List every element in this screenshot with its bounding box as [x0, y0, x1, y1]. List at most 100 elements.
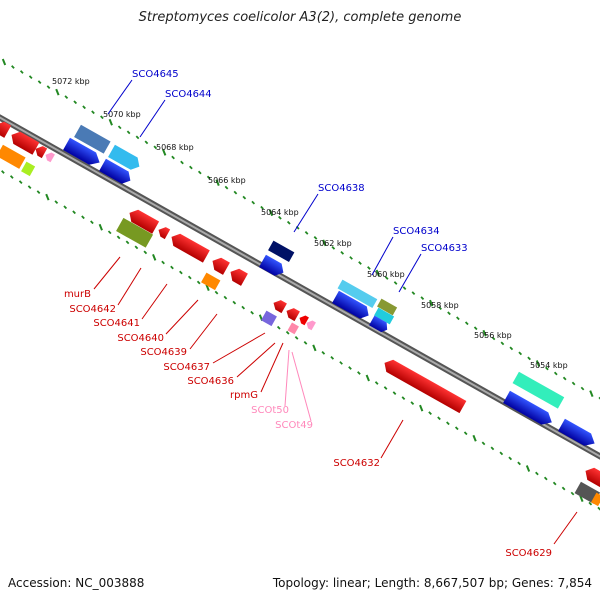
- tick-label: 5062 kbp: [314, 239, 352, 248]
- minor-tick: [126, 130, 131, 135]
- minor-tick: [233, 190, 238, 195]
- minor-tick: [553, 371, 558, 376]
- minor-tick: [500, 341, 505, 346]
- minor-tick: [313, 235, 318, 240]
- minor-tick: [36, 190, 41, 194]
- minor-tick: [134, 245, 139, 250]
- minor-tick: [490, 446, 495, 451]
- minor-tick: [454, 426, 459, 431]
- major-tick: [1, 58, 7, 66]
- minor-tick: [473, 326, 478, 331]
- minor-tick: [571, 381, 576, 386]
- gene-feature: [35, 146, 48, 159]
- major-tick: [215, 179, 220, 186]
- minor-tick: [180, 160, 184, 165]
- minor-tick: [481, 441, 486, 446]
- minor-tick: [384, 276, 389, 280]
- minor-tick: [125, 240, 130, 245]
- minor-tick: [232, 300, 237, 305]
- minor-tick: [27, 185, 32, 189]
- gene-feature: [74, 124, 111, 154]
- gene-labels: SCO4645 SCO4644 SCO4638 SCO4634 SCO4633 …: [64, 69, 552, 559]
- gene-feature: [261, 310, 277, 327]
- gene-feature: [273, 300, 287, 314]
- minor-tick: [135, 135, 140, 140]
- major-tick: [98, 223, 103, 231]
- tick-labels: 5072 kbp 5070 kbp 5068 kbp 5066 kbp 5064…: [52, 77, 568, 370]
- major-tick: [312, 344, 317, 352]
- gene-label: murB: [64, 289, 91, 300]
- major-tick: [205, 284, 210, 291]
- minor-tick: [116, 235, 121, 240]
- major-tick: [482, 329, 487, 337]
- minor-tick: [153, 145, 158, 150]
- tick-label: 5056 kbp: [474, 331, 512, 340]
- gene-feature: [116, 217, 154, 248]
- minor-tick: [339, 361, 343, 365]
- gene-feature: [369, 315, 388, 333]
- gene-feature: [286, 308, 300, 322]
- minor-tick: [276, 325, 281, 330]
- minor-tick: [509, 346, 514, 351]
- minor-tick: [420, 296, 425, 301]
- minor-tick: [393, 281, 398, 285]
- minor-tick: [543, 476, 548, 481]
- minor-tick: [9, 175, 14, 179]
- gene-label: SCOt49: [275, 420, 313, 431]
- minor-tick: [241, 305, 246, 310]
- major-tick: [268, 209, 274, 217]
- minor-tick: [552, 481, 557, 486]
- minor-tick: [499, 451, 504, 456]
- minor-tick: [197, 170, 202, 175]
- minor-tick: [54, 200, 59, 205]
- major-tick: [108, 118, 113, 126]
- minor-tick: [570, 491, 575, 496]
- gene-label: SCO4629: [505, 548, 552, 559]
- gene-feature: [0, 121, 12, 138]
- gene-feature: [332, 290, 369, 319]
- minor-tick: [527, 356, 531, 361]
- gene-feature: [558, 418, 595, 446]
- gene-label: SCOt50: [251, 405, 289, 416]
- gene-label: SCO4640: [117, 333, 164, 344]
- gene-feature: [377, 298, 398, 316]
- gene-feature: [585, 467, 600, 489]
- minor-tick: [278, 215, 282, 220]
- minor-tick: [285, 330, 290, 335]
- minor-tick: [100, 115, 104, 120]
- minor-tick: [294, 335, 299, 340]
- minor-tick: [214, 290, 219, 295]
- gene-feature: [306, 320, 316, 331]
- minor-tick: [171, 155, 175, 160]
- gene-feature: [287, 322, 299, 335]
- major-tick: [365, 374, 370, 382]
- gene-feature: [503, 390, 552, 425]
- minor-tick: [81, 215, 85, 220]
- tick-label: 5068 kbp: [156, 143, 194, 152]
- minor-tick: [250, 310, 254, 315]
- minor-tick: [63, 205, 68, 210]
- minor-tick: [179, 270, 183, 275]
- gene-label: SCO4642: [69, 304, 116, 315]
- minor-tick: [330, 356, 335, 360]
- major-tick: [55, 88, 60, 96]
- minor-tick: [286, 220, 291, 225]
- minor-tick: [348, 366, 352, 370]
- minor-tick: [196, 280, 201, 285]
- gene-feature: [129, 209, 160, 234]
- minor-tick: [447, 311, 451, 316]
- minor-tick: [90, 220, 94, 225]
- gene-label: SCO4633: [421, 243, 468, 254]
- tick-label: 5058 kbp: [421, 301, 459, 310]
- major-tick: [525, 465, 531, 472]
- minor-tick: [463, 431, 468, 436]
- tick-label: 5066 kbp: [208, 176, 246, 185]
- gene-feature: [299, 315, 309, 326]
- gene-feature: [171, 233, 210, 263]
- minor-tick: [410, 401, 415, 406]
- minor-tick: [11, 65, 15, 69]
- minor-tick: [446, 421, 450, 426]
- gene-feature: [268, 240, 295, 263]
- major-tick: [472, 434, 477, 442]
